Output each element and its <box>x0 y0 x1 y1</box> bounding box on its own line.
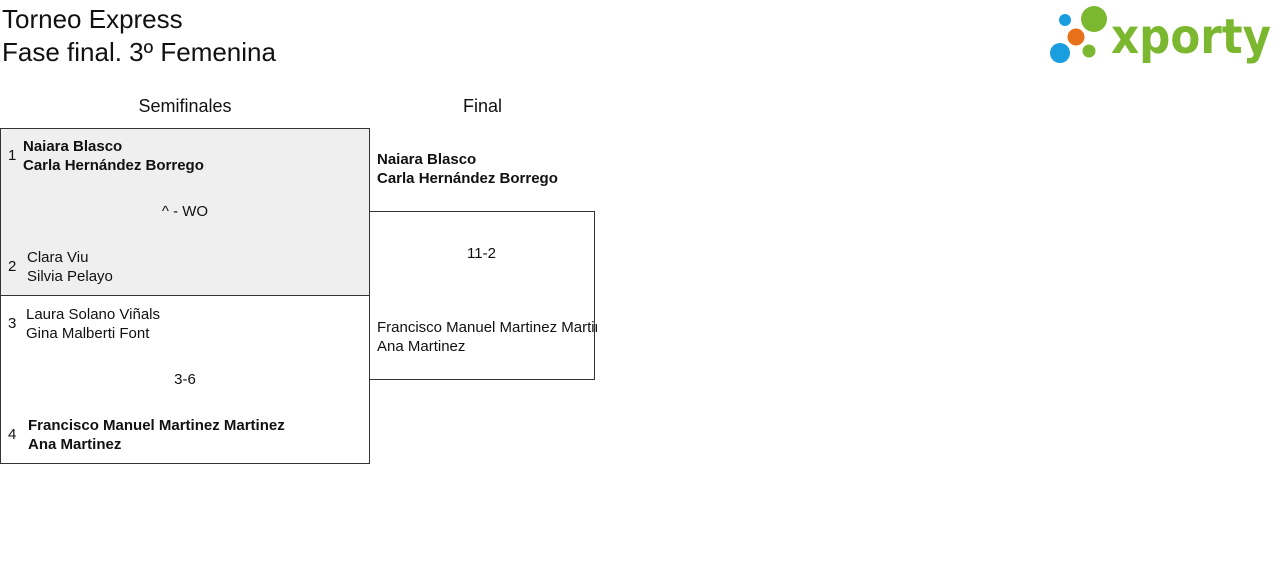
logo-wordmark: xporty <box>1111 9 1271 65</box>
player-name: Francisco Manuel Martinez Martinez <box>28 417 285 434</box>
player-name: Naiara Blasco <box>23 138 123 155</box>
team-seed-4: 4 Francisco Manuel Martinez Martinez Ana… <box>1 416 369 456</box>
xporty-logo: xporty <box>1050 6 1271 65</box>
logo-dot-blue-small <box>1059 14 1071 26</box>
logo-dot-green-small <box>1082 44 1096 58</box>
logo-dot-orange <box>1067 28 1085 46</box>
player-name: Laura Solano Viñals <box>26 306 160 323</box>
round-title-final: Final <box>462 96 502 116</box>
player-name: Carla Hernández Borrego <box>377 170 558 187</box>
final-match[interactable]: 11-2 <box>369 211 595 380</box>
player-name: Naiara Blasco <box>377 151 477 168</box>
player-name: Gina Malberti Font <box>26 325 150 342</box>
player-name: Silvia Pelayo <box>27 268 113 285</box>
seed-number: 3 <box>8 315 17 332</box>
semifinal-match-2[interactable]: 3 Laura Solano Viñals Gina Malberti Font… <box>0 295 370 464</box>
team-seed-1: 1 Naiara Blasco Carla Hernández Borrego <box>1 137 369 177</box>
player-name: Ana Martinez <box>377 338 466 355</box>
final-team-bottom: Francisco Manuel Martinez Martinez Ana M… <box>377 318 597 358</box>
page-title: Torneo Express Fase final. 3º Femenina <box>2 3 276 69</box>
logo-dot-green-large <box>1081 6 1107 32</box>
player-name: Carla Hernández Borrego <box>23 157 204 174</box>
player-name: Francisco Manuel Martinez Martinez <box>377 319 597 336</box>
semifinal-match-1[interactable]: 1 Naiara Blasco Carla Hernández Borrego … <box>0 128 370 296</box>
seed-number: 2 <box>8 258 17 275</box>
player-name: Clara Viu <box>27 249 89 266</box>
team-seed-3: 3 Laura Solano Viñals Gina Malberti Font <box>1 305 369 345</box>
match-score: 3-6 <box>174 371 196 388</box>
seed-number: 1 <box>8 147 17 164</box>
match-score: ^ - WO <box>161 203 209 220</box>
match-score: 11-2 <box>467 245 496 262</box>
phase-name: Fase final. 3º Femenina <box>2 37 276 67</box>
player-name: Ana Martinez <box>28 436 122 453</box>
tournament-name: Torneo Express <box>2 4 183 34</box>
round-title-semifinals: Semifinales <box>138 96 232 116</box>
seed-number: 4 <box>8 426 17 443</box>
team-seed-2: 2 Clara Viu Silvia Pelayo <box>1 248 369 288</box>
final-team-top: Naiara Blasco Carla Hernández Borrego <box>377 150 558 188</box>
logo-dot-blue-large <box>1050 43 1070 63</box>
